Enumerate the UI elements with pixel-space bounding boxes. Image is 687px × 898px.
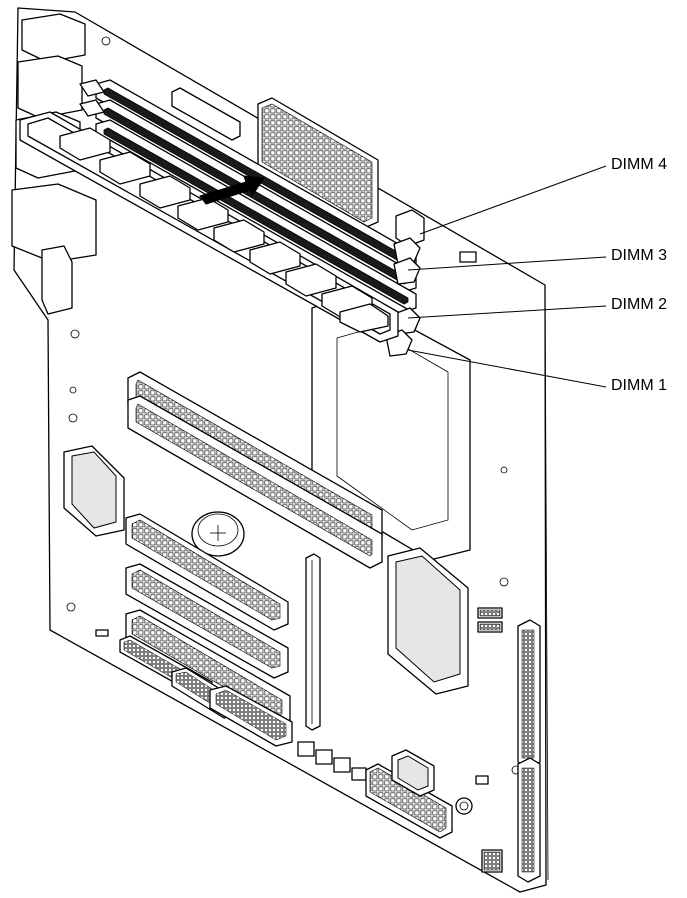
leader-line-dimm3	[407, 256, 607, 271]
dimm-module	[19, 111, 399, 343]
pci-slots	[127, 371, 383, 569]
power-connector-upper	[171, 87, 477, 263]
callout-dimm-1: DIMM 1	[611, 377, 667, 394]
leader-line-dimm1	[407, 349, 607, 388]
callout-dimm-2: DIMM 2	[611, 296, 667, 313]
callout-dimm-3: DIMM 3	[611, 247, 667, 264]
lower-connectors	[119, 513, 293, 747]
vertical-slot	[305, 553, 321, 731]
leader-line-dimm4	[419, 165, 607, 235]
chipset-left	[63, 445, 125, 537]
cmos-battery	[191, 511, 245, 557]
callout-dimm-4: DIMM 4	[611, 156, 667, 173]
small-headers	[95, 607, 503, 873]
right-edge-connectors	[517, 619, 541, 883]
leader-line-dimm2	[407, 305, 607, 319]
insertion-arrow-icon	[199, 175, 265, 205]
power-connector-lower	[365, 763, 453, 839]
small-chip	[391, 749, 435, 797]
callout-leader-lines	[407, 165, 607, 388]
chipset-right	[387, 547, 469, 695]
speaker	[455, 797, 473, 815]
